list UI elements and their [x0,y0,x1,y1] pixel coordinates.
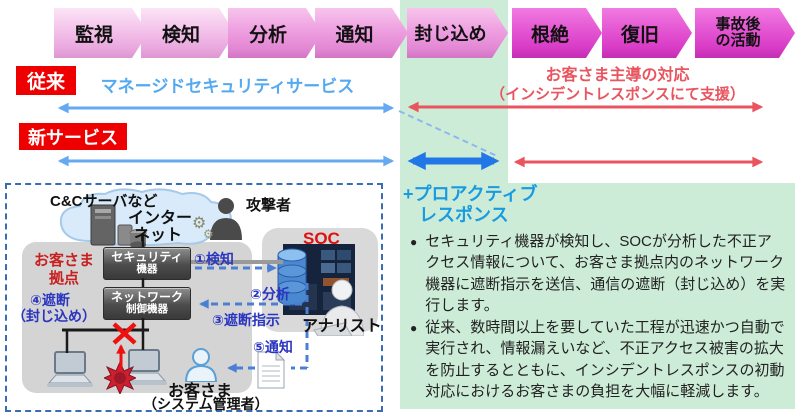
process-step-notify: 通知 [315,8,408,58]
process-step-containment: 封じ込め [407,8,508,58]
bullet-icon: ● [410,321,418,335]
notification-document-icon [257,350,286,389]
process-step-label: 通知 [335,24,374,46]
customer-site-label: お客さま拠点 [34,252,95,287]
analyst-icon [313,279,364,336]
laptop-icon [121,349,167,385]
customer-label-line1: お客さま [168,383,233,400]
step-block-order-label: ③遮断指示 [212,312,280,328]
step-detect-label: ①検知 [194,251,234,267]
attacker-label: 攻撃者 [246,197,292,214]
network-control-device-box: ネットワーク 制御機器 [103,287,191,320]
process-step-analyze: 分析 [228,8,322,58]
managed-security-service-label: マネージドセキュリティサービス [100,72,355,97]
step-notify-label: ⑤通知 [253,339,293,355]
security-device-line2: 機器 [136,263,158,276]
process-step-label: 根絶 [530,24,569,46]
database-icon [277,248,307,306]
analyst-label: アナリスト [302,318,382,335]
gear-icon: ⚙ [203,227,214,240]
laptop-icon [47,351,93,387]
customer-led-line1: お客さま主導の対応 [545,67,690,84]
process-step-eradicate: 根絶 [512,8,602,58]
process-step-label: 封じ込め [414,24,487,44]
security-device-box: セキュリティ 機器 [103,247,191,280]
customer-label-line2: （システム管理者） [143,396,269,412]
managed-security-service-text: マネージドセキュリティサービス [100,77,355,96]
cc-server-label: C&Cサーバなど [50,193,158,210]
proactive-title: +プロアクティブ レスポンス [403,184,538,225]
proactive-title-line1: +プロアクティブ [403,184,538,204]
new-service-label: 新サービス [19,123,127,150]
proactive-bullet-2: ● 従来、数時間以上を要していた工程が迅速かつ自動で実行され、情報漏えいなど、不… [410,317,786,402]
process-step-monitor: 監視 [54,8,148,58]
process-step-label: 事故後 の活動 [715,17,760,49]
new-service-label-text: 新サービス [28,127,118,148]
customer-led-response-label: お客さま主導の対応 （インシデントレスポンスにて支援） [450,66,785,105]
customer-admin-icon [184,348,218,382]
process-step-detect: 検知 [141,8,235,58]
proactive-bullet-1: ● セキュリティ機器が検知し、SOCが分析した不正アクセス情報について、お客さま… [410,231,786,316]
network-device-line1: ネットワーク [110,290,183,305]
customer-led-line2: （インシデントレスポンスにて支援） [490,86,745,103]
step-analyze-label: ②分析 [250,286,290,302]
proactive-bullet-2-text: 従来、数時間以上を要していた工程が迅速かつ自動で実行され、情報漏えいなど、不正ア… [425,319,785,400]
legacy-label-text: 従来 [26,72,65,93]
malware-icon [104,362,136,394]
process-step-post-incident: 事故後 の活動 [695,8,795,58]
network-device-line2: 制御機器 [126,303,168,316]
gear-icon: ⚙ [192,215,206,232]
attacker-icon: ⚙ ⚙ [192,198,242,240]
internet-label-line2: ネット [134,227,183,244]
process-step-recover: 復旧 [602,8,692,58]
cc-server-icon [90,204,147,249]
process-step-label: 復旧 [620,24,659,46]
process-step-label-line1: 事故後 [715,16,761,34]
process-step-label: 監視 [74,24,113,46]
bullet-icon: ● [410,235,418,249]
step-block-label-line2: （封じ込め） [12,308,96,324]
internet-label-line1: インター [128,210,193,227]
legacy-label: 従来 [16,66,76,95]
proactive-bullet-1-text: セキュリティ機器が検知し、SOCが分析した不正アクセス情報について、お客さま拠点… [425,233,786,314]
security-device-line1: セキュリティ [111,250,183,265]
process-step-label: 検知 [161,24,200,46]
proactive-response-panel [400,183,795,409]
proactive-title-line2: レスポンス [419,204,509,225]
step-block-label-line1: ④遮断 [30,292,70,308]
process-step-label-line2: の活動 [715,32,761,49]
process-step-label: 分析 [248,24,287,46]
soc-label: SOC [303,229,340,248]
